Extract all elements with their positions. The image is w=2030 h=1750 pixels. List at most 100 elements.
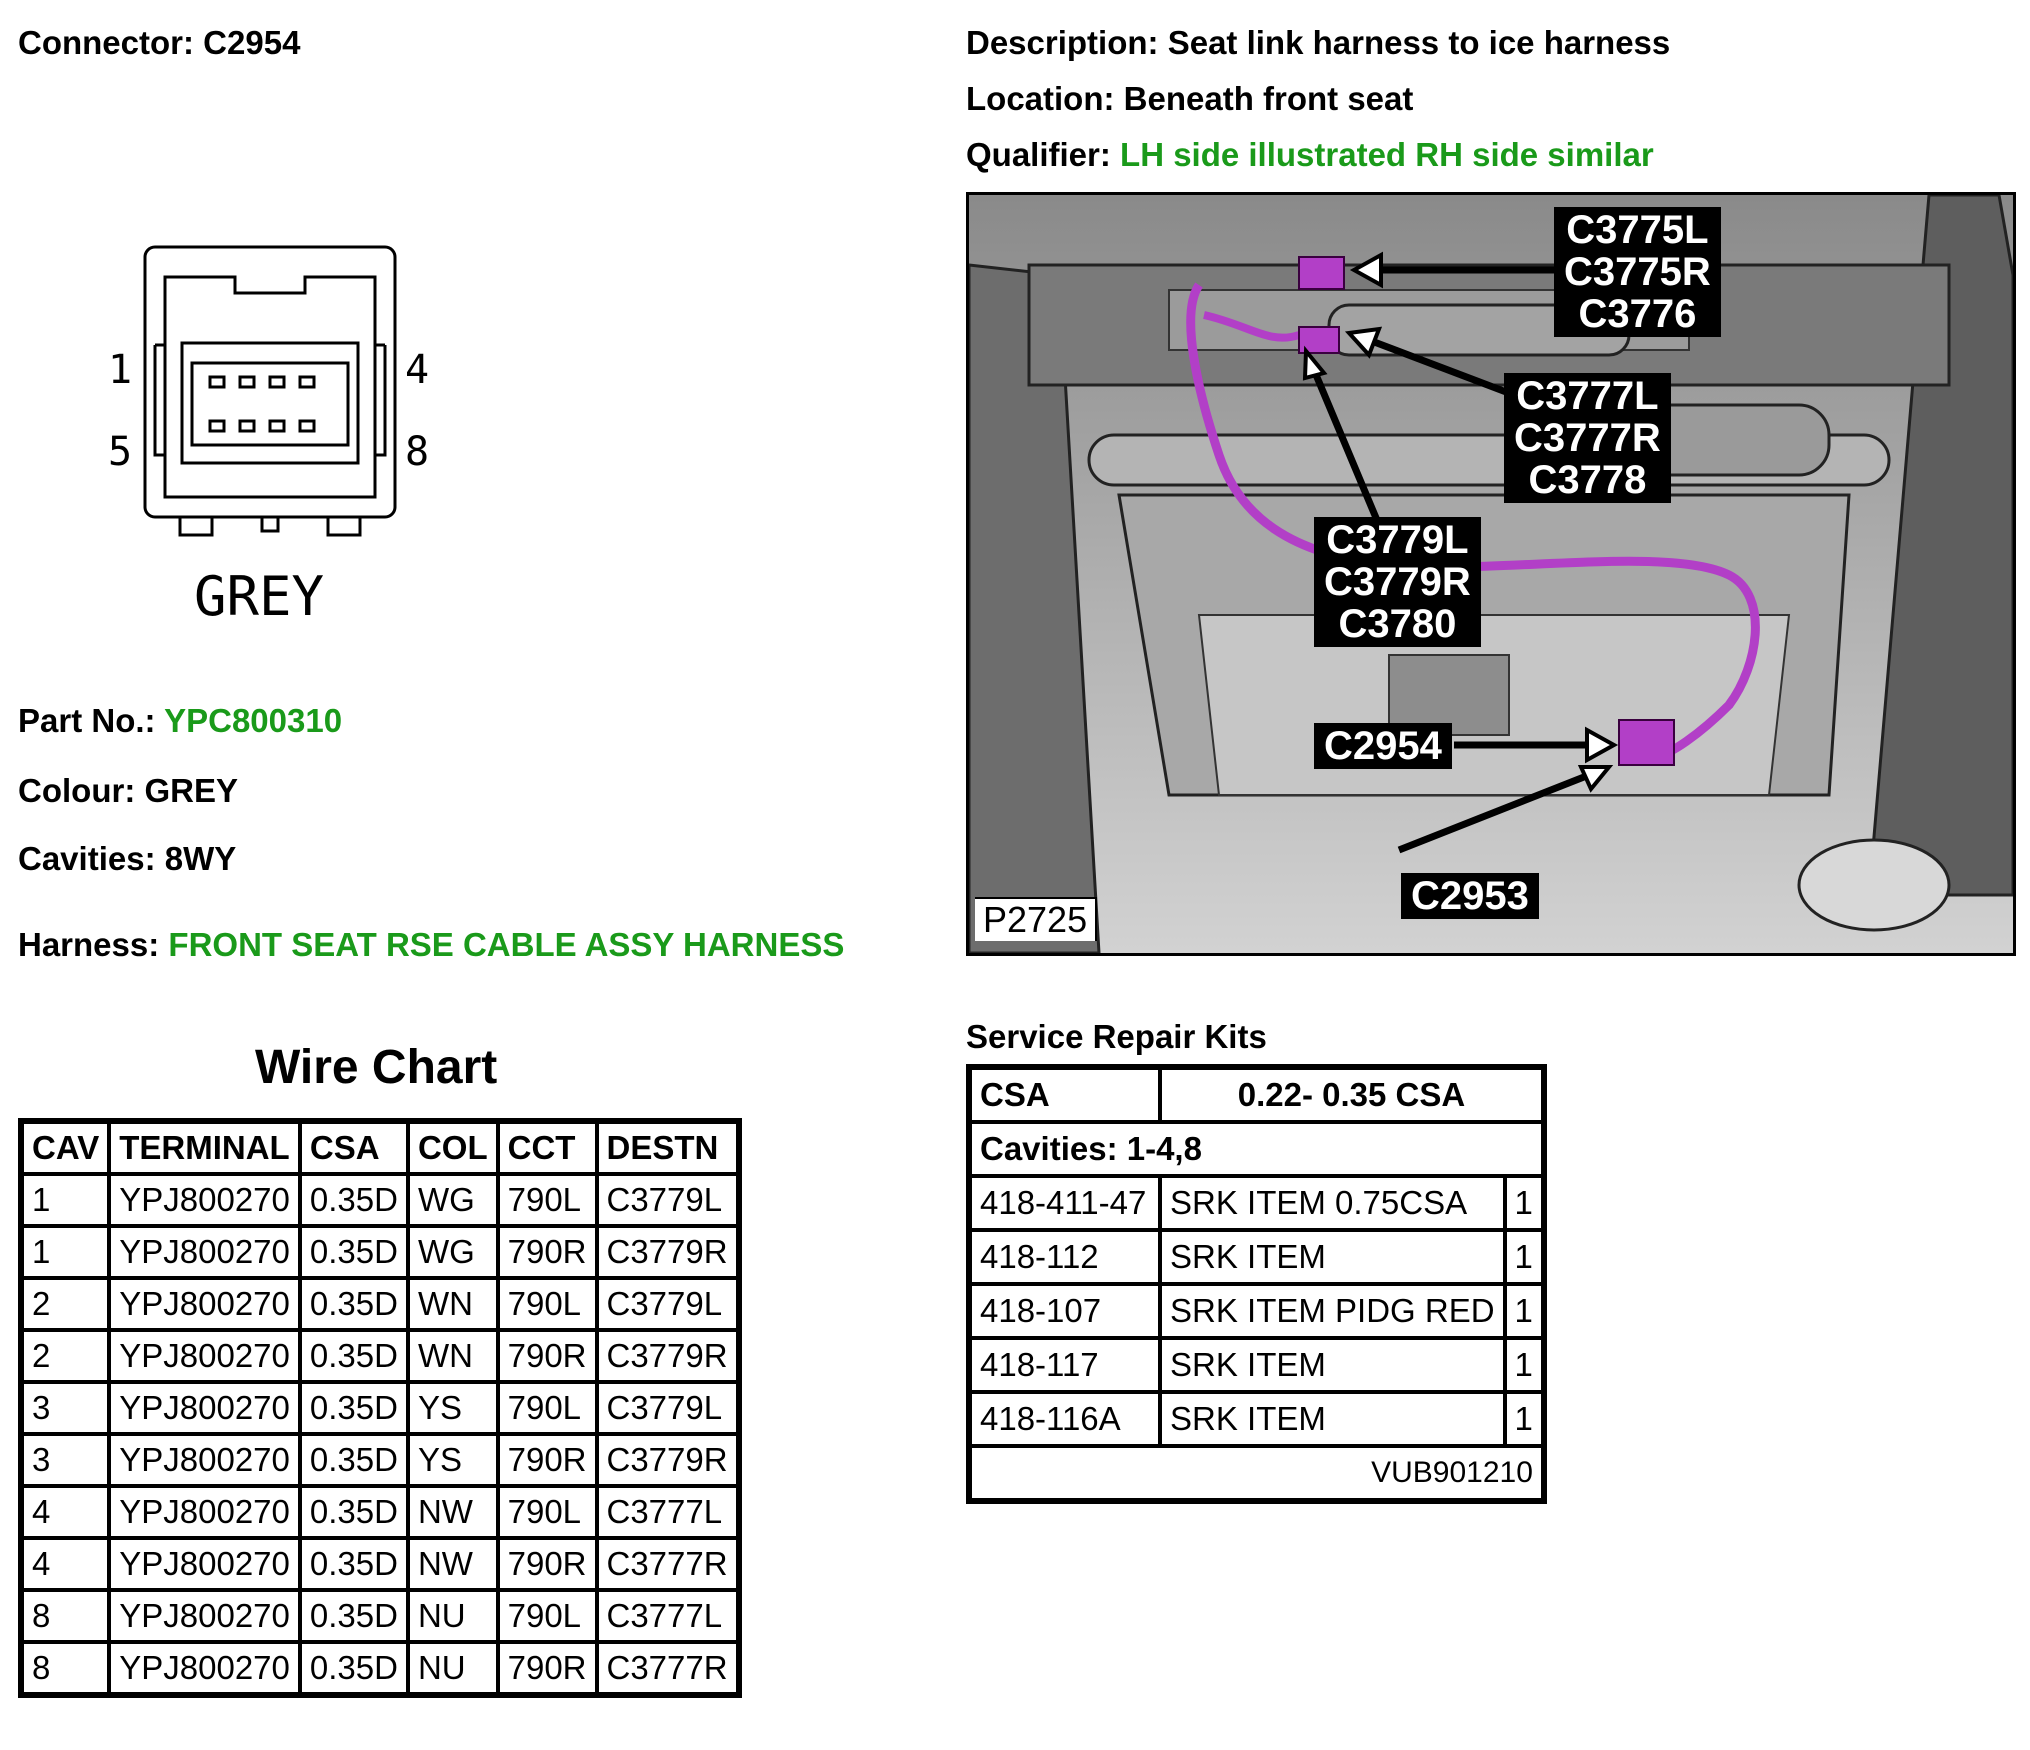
wire-cell-csa: 0.35D [297, 1484, 410, 1540]
location-label: Location: [966, 80, 1115, 117]
description-label: Description: [966, 24, 1159, 61]
wire-cell-cct: 790R [495, 1224, 599, 1280]
kit-quantity: 1 [1502, 1228, 1546, 1286]
part-value: YPC800310 [164, 702, 343, 739]
location-line: Location: Beneath front seat [966, 80, 1413, 118]
description-line: Description: Seat link harness to ice ha… [966, 24, 1670, 62]
wire-cell-cct: 790R [495, 1328, 599, 1384]
wire-cell-terminal: YPJ800270 [107, 1536, 302, 1592]
wire-cell-cav: 3 [18, 1432, 112, 1488]
wire-cell-csa: 0.35D [297, 1224, 410, 1280]
colour-line: Colour: GREY [18, 772, 238, 810]
kit-description: SRK ITEM [1158, 1390, 1507, 1448]
wire-cell-col: YS [405, 1380, 500, 1436]
kits-cavities: Cavities: 1-4,8 [967, 1120, 1546, 1178]
wire-cell-cct: 790L [495, 1484, 599, 1540]
wire-cell-col: WG [405, 1224, 500, 1280]
wire-cell-cct: 790L [495, 1380, 599, 1436]
qualifier-line: Qualifier: LH side illustrated RH side s… [966, 136, 1654, 174]
kit-quantity: 1 [1502, 1174, 1546, 1232]
figure-id: P2725 [975, 897, 1098, 941]
wire-cell-csa: 0.35D [297, 1328, 410, 1384]
part-number-line: Part No.: YPC800310 [18, 702, 342, 740]
header-csa: CSA [297, 1119, 410, 1176]
wire-cell-col: NU [405, 1588, 500, 1644]
wire-cell-cav: 2 [18, 1328, 112, 1384]
kit-part-number: 418-112 [967, 1228, 1162, 1286]
wire-cell-destn: C3777L [594, 1588, 741, 1644]
wire-cell-cct: 790R [495, 1432, 599, 1488]
kits-footer-code: VUB901210 [967, 1444, 1546, 1503]
header-cav: CAV [18, 1119, 112, 1176]
wire-cell-col: YS [405, 1432, 500, 1488]
wire-cell-terminal: YPJ800270 [107, 1380, 302, 1436]
cavities-label: Cavities: [18, 840, 156, 877]
wire-cell-col: WG [405, 1172, 500, 1228]
wire-cell-col: WN [405, 1328, 500, 1384]
kits-cavities-row: Cavities: 1-4,8 [967, 1120, 1546, 1178]
location-value: Beneath front seat [1123, 80, 1414, 117]
part-label: Part No.: [18, 702, 156, 739]
harness-label: Harness: [18, 926, 160, 963]
kits-csa-value: 0.22- 0.35 CSA [1158, 1065, 1546, 1124]
harness-value: FRONT SEAT RSE CABLE ASSY HARNESS [168, 926, 845, 963]
header-terminal: TERMINAL [107, 1119, 302, 1176]
wire-cell-cav: 8 [18, 1640, 112, 1697]
pin-number-5: 5 [108, 429, 132, 475]
kit-description: SRK ITEM 0.75CSA [1158, 1174, 1507, 1232]
wire-cell-col: WN [405, 1276, 500, 1332]
wire-cell-destn: C3777L [594, 1484, 741, 1540]
header-cct: CCT [495, 1119, 599, 1176]
wire-cell-destn: C3779L [594, 1380, 741, 1436]
connector-face-diagram: 1 4 5 8 GREY [108, 245, 429, 628]
connector-heading: Connector: C2954 [18, 24, 300, 62]
wire-cell-destn: C3779L [594, 1172, 741, 1228]
wire-chart-title: Wire Chart [255, 1041, 498, 1094]
qualifier-value: LH side illustrated RH side similar [1120, 136, 1654, 173]
wire-chart-header-row: CAV TERMINAL CSA COL CCT DESTN [18, 1119, 741, 1176]
cavities-line: Cavities: 8WY [18, 840, 236, 878]
kit-part-number: 418-107 [967, 1282, 1162, 1340]
kit-part-number: 418-117 [967, 1336, 1162, 1394]
kits-csa-row: CSA 0.22- 0.35 CSA [967, 1065, 1546, 1124]
colour-label: Colour: [18, 772, 136, 809]
cavities-value: 8WY [164, 840, 237, 877]
kit-part-number: 418-411-47 [967, 1174, 1162, 1232]
header-destn: DESTN [594, 1119, 741, 1176]
wire-cell-csa: 0.35D [297, 1276, 410, 1332]
wire-cell-csa: 0.35D [297, 1172, 410, 1228]
wire-cell-terminal: YPJ800270 [107, 1484, 302, 1540]
pin-number-8: 8 [405, 429, 429, 475]
pin-number-1: 1 [108, 347, 132, 393]
wire-cell-destn: C3779L [594, 1276, 741, 1332]
wire-cell-cav: 3 [18, 1380, 112, 1436]
callout-c2954: C2954 [1314, 723, 1452, 769]
wire-cell-csa: 0.35D [297, 1640, 410, 1697]
wire-cell-cav: 1 [18, 1172, 112, 1228]
service-kits-table: CSA 0.22- 0.35 CSA Cavities: 1-4,8 418-4… [966, 1064, 1547, 1504]
kit-part-number: 418-116A [967, 1390, 1162, 1448]
wire-cell-cav: 4 [18, 1484, 112, 1540]
colour-value: GREY [144, 772, 239, 809]
wire-cell-csa: 0.35D [297, 1536, 410, 1592]
wire-cell-cct: 790R [495, 1640, 599, 1697]
connector-label: Connector: [18, 24, 194, 61]
wire-cell-cct: 790L [495, 1588, 599, 1644]
pin-number-4: 4 [405, 347, 429, 393]
connector-value: C2954 [203, 24, 301, 61]
wire-cell-terminal: YPJ800270 [107, 1276, 302, 1332]
wire-cell-col: NW [405, 1536, 500, 1592]
harness-line: Harness: FRONT SEAT RSE CABLE ASSY HARNE… [18, 926, 844, 964]
wire-cell-destn: C3777R [594, 1536, 741, 1592]
wire-cell-cav: 2 [18, 1276, 112, 1332]
kit-quantity: 1 [1502, 1336, 1546, 1394]
